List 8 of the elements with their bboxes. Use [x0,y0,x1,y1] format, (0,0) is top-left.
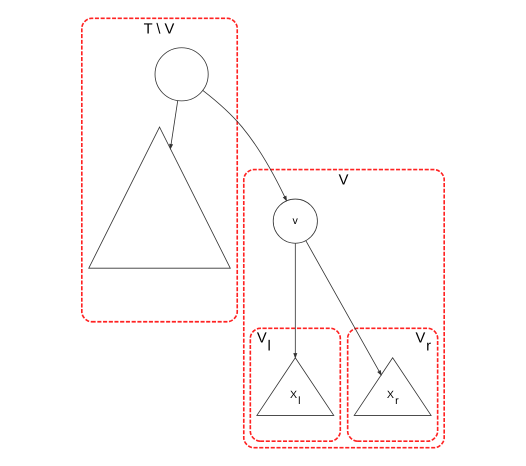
node-triangle [88,126,231,269]
cluster: T \ V [81,17,238,323]
node-circle [154,47,209,102]
arrow [306,240,382,376]
arrow [293,243,298,359]
arrow [169,100,178,150]
arrow [202,90,288,202]
node-circle: v [272,198,318,244]
